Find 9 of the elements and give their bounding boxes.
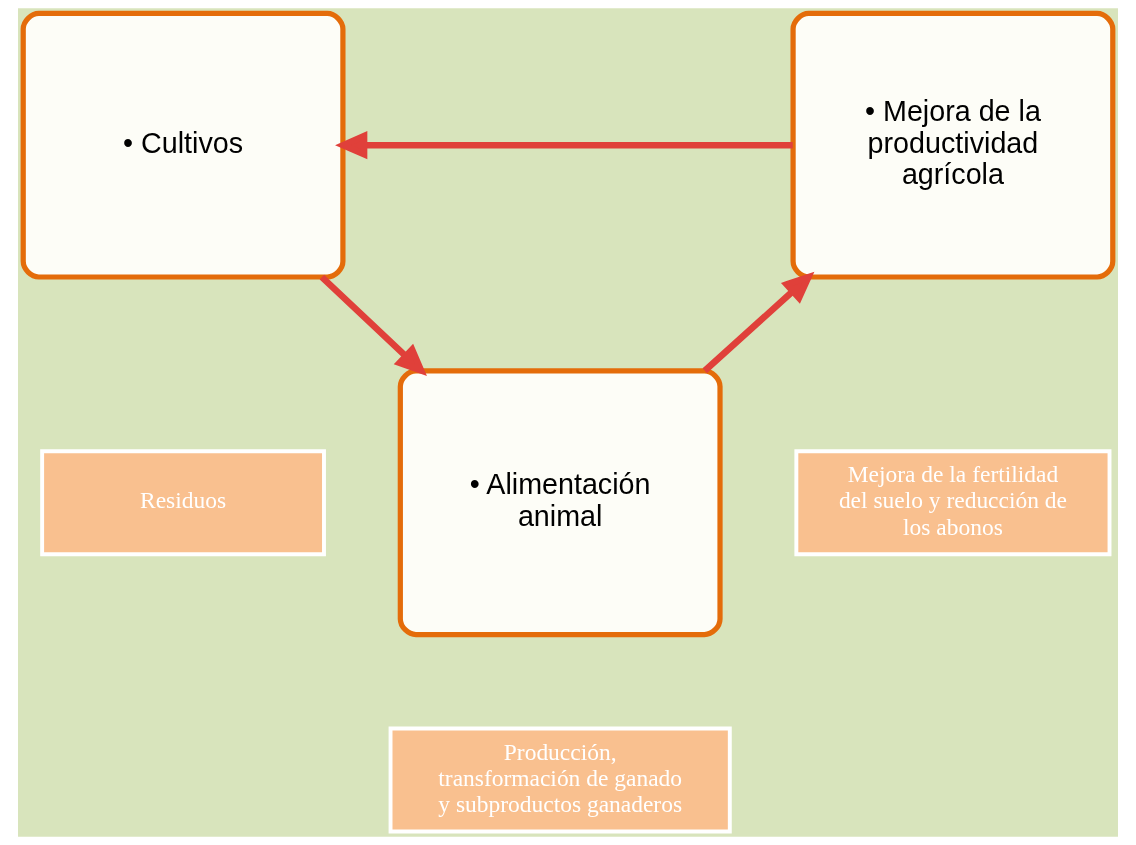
arrow [335, 131, 793, 160]
node-box: • Cultivos [20, 10, 346, 280]
node-box: • Alimentación animal [397, 368, 723, 638]
node-box: Producción, transformación de ganado y subproductos ganaderos [388, 726, 732, 834]
arrow [319, 274, 427, 377]
node-box: Mejora de la fertilidad del suelo y reducción de los abonos [794, 449, 1112, 557]
node-box: Residuos [40, 449, 326, 557]
arrow [702, 271, 815, 374]
node-box: • Mejora de la productividad agrícola [790, 10, 1116, 280]
